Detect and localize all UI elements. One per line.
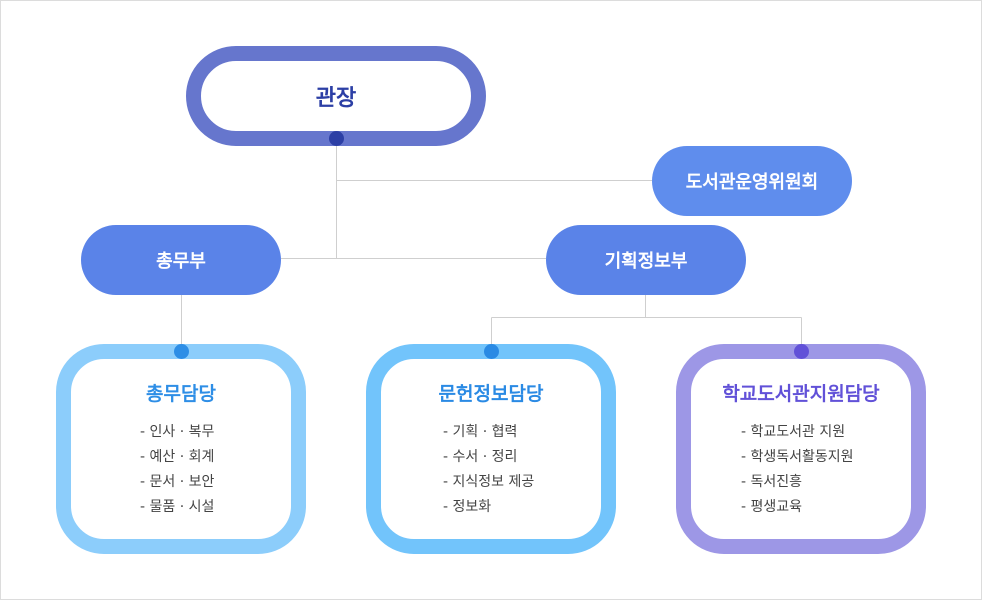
department-general-affairs: 총무부 xyxy=(81,225,281,295)
team-title: 학교도서관지원담당 xyxy=(722,383,880,405)
team-duty-list: - 학교도서관 지원 - 학생독서활동지원 - 독서진흥 - 평생교육 xyxy=(741,420,854,520)
team-duty-item: - 학생독서활동지원 xyxy=(741,449,854,465)
department-label: 기획정보부 xyxy=(604,251,688,272)
team-duty-list: - 기획 · 협력 - 수서 · 정리 - 지식정보 제공 - 정보화 xyxy=(443,420,534,520)
team-duty-item: - 인사 · 복무 xyxy=(140,424,215,440)
team-title: 문헌정보담당 xyxy=(438,383,544,405)
director-connector-dot xyxy=(329,131,344,146)
team-duty-item: - 수서 · 정리 xyxy=(443,449,518,465)
team-duty-item: - 물품 · 시설 xyxy=(140,499,215,515)
team-general-affairs: 총무담당 - 인사 · 복무 - 예산 · 회계 - 문서 · 보안 - 물품 … xyxy=(56,344,306,554)
team-duty-item: - 기획 · 협력 xyxy=(443,424,518,440)
team-duty-item: - 평생교육 xyxy=(741,499,803,515)
department-label: 총무부 xyxy=(156,251,206,272)
team-title: 총무담당 xyxy=(146,383,216,405)
committee-node: 도서관운영위원회 xyxy=(652,146,852,216)
committee-label: 도서관운영위원회 xyxy=(685,172,819,193)
team-duty-item: - 학교도서관 지원 xyxy=(741,424,846,440)
team-duty-item: - 정보화 xyxy=(443,499,492,515)
team-duty-list: - 인사 · 복무 - 예산 · 회계 - 문서 · 보안 - 물품 · 시설 xyxy=(140,420,214,520)
team-school-library-support: 학교도서관지원담당 - 학교도서관 지원 - 학생독서활동지원 - 독서진흥 -… xyxy=(676,344,926,554)
director-label: 관장 xyxy=(315,86,357,111)
team3-connector-dot xyxy=(794,344,809,359)
team2-connector-dot xyxy=(484,344,499,359)
team-duty-item: - 독서진흥 xyxy=(741,474,803,490)
department-planning-information: 기획정보부 xyxy=(546,225,746,295)
team1-connector-dot xyxy=(174,344,189,359)
team-duty-item: - 지식정보 제공 xyxy=(443,474,535,490)
team-duty-item: - 예산 · 회계 xyxy=(140,449,215,465)
team-library-information: 문헌정보담당 - 기획 · 협력 - 수서 · 정리 - 지식정보 제공 - 정… xyxy=(366,344,616,554)
director-node: 관장 xyxy=(186,46,486,146)
team-duty-item: - 문서 · 보안 xyxy=(140,474,215,490)
